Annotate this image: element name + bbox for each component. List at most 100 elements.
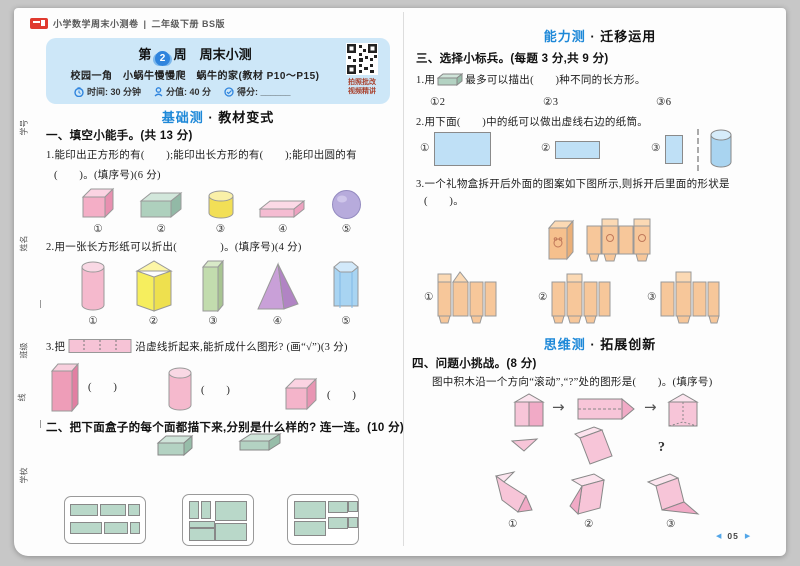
brand-header: 小学数学周末小测卷 | 二年级下册 BS版	[30, 17, 225, 30]
pink-slab-figure	[258, 199, 306, 219]
q2-label-2: ②	[148, 316, 159, 327]
q2-shape-triangular-prism: ②	[134, 258, 173, 327]
r1-text-post: 最多可以描出( )种不同的长方形。	[465, 75, 646, 86]
r2-paper-2	[555, 141, 600, 159]
clock-icon	[74, 86, 84, 97]
match-card-1	[64, 496, 146, 544]
arrow-2: →	[644, 398, 657, 416]
net-option-1-figure	[437, 271, 497, 324]
q1-shape-slab: ④	[258, 197, 308, 235]
section-thinking-rest: · 拓展创新	[585, 337, 657, 352]
yellow-prism-figure	[134, 260, 173, 312]
pink-cube-figure	[81, 187, 115, 219]
q3-option-cube: ( )	[283, 376, 356, 412]
test-meta-row: 时间: 30 分钟 分值: 40 分 得分: ______	[74, 85, 324, 98]
person-icon	[154, 86, 163, 96]
prism-dashed-figure	[667, 393, 699, 427]
brand-separator: |	[143, 18, 147, 29]
q1-label-4: ④	[278, 224, 288, 235]
q2-label-1: ①	[88, 316, 98, 327]
title-post: 周 周末小测	[173, 47, 252, 62]
q1-label-1: ①	[93, 224, 103, 235]
r2-text: 2.用下面( )中的纸可以做出虚线右边的纸筒。	[416, 117, 649, 128]
pink-cylinder-figure	[81, 261, 105, 311]
section-ability: 能力测 · 迁移运用	[470, 26, 730, 45]
q4-option-label-1: ①	[508, 519, 518, 530]
r1-option-3: ③6	[656, 97, 672, 108]
section-basic-rest: · 教材变式	[203, 110, 275, 125]
r2-paper-3	[665, 135, 683, 164]
r2-label-2: ②	[541, 143, 551, 154]
prism-lying-figure	[577, 397, 635, 421]
q1-text-line2: ( )。(填序号)(6 分)	[54, 170, 161, 181]
q4-option-label-2: ②	[584, 519, 594, 530]
r3-label-1: ①	[424, 292, 434, 303]
title-pre: 第	[138, 47, 152, 62]
net-option-3-figure	[660, 271, 720, 324]
small-green-box-figure	[437, 73, 464, 86]
q3-blank-1: ( )	[88, 382, 118, 393]
result-meta: 得分: ______	[224, 85, 291, 98]
r3-label-2: ②	[538, 292, 548, 303]
blue-cylinder-figure	[710, 129, 732, 168]
question3-heading: 三、选择小标兵。(每题 3 分,共 9 分)	[416, 53, 609, 65]
q1-shape-sphere: ⑤	[331, 189, 362, 235]
score-meta: 分值: 40 分	[154, 85, 211, 98]
q4-option-2-figure	[569, 473, 606, 516]
q2-label-4: ④	[272, 316, 283, 327]
test-title: 第 2 周 周末小测	[60, 44, 330, 66]
page-seam	[403, 12, 404, 546]
binding-dash	[40, 300, 41, 308]
q4-option-3-figure	[646, 473, 700, 515]
r2-label-1: ①	[420, 143, 430, 154]
q2-label-3: ③	[208, 316, 218, 327]
section-basic: 基础测 · 教材变式	[48, 107, 388, 126]
result-label: 得分: ______	[237, 87, 291, 97]
q1-shape-cylinder: ③	[207, 187, 235, 235]
purple-pyramid-figure	[256, 262, 299, 310]
question2-heading: 二、把下面盒子的每个面都描下来,分别是什么样的? 连一连。(10 分)	[46, 422, 405, 434]
next-page-arrow-icon: ▶	[744, 533, 751, 540]
q3-text-pre: 3.把	[46, 341, 66, 353]
brand-title: 小学数学周末小测卷	[53, 19, 139, 29]
qr-code	[346, 43, 378, 75]
binding-dash	[40, 420, 41, 428]
qr-caption-1: 拍照批改	[348, 79, 376, 86]
q2-shape-pyramid: ④	[254, 261, 302, 327]
q1-shape-row: ① ② ③ ④	[80, 186, 362, 235]
gift-box-and-net-figure	[547, 218, 651, 262]
q3-text-post: 沿虚线折起来,能折成什么图形? (画“√”)(3 分)	[135, 341, 348, 353]
purple-sphere-figure	[332, 190, 361, 219]
q1-label-2: ②	[156, 224, 166, 235]
margin-label-name: 姓名	[19, 235, 29, 252]
r3-text-line2: ( )。	[424, 196, 464, 207]
q2-label-5: ⑤	[341, 316, 351, 327]
margin-label-student-id: 学号	[19, 119, 29, 136]
prev-page-arrow-icon: ◀	[716, 533, 722, 540]
q1-text-line1: 1.能印出正方形的有( );能印出长方形的有( );能印出圆的有	[46, 150, 357, 161]
q3-option-cylinder: ( )	[167, 366, 230, 412]
tilted-prism-figure	[573, 426, 613, 465]
q2-shape-square-prism: ③	[201, 257, 225, 327]
q2-shape-row: ① ② ③ ④	[80, 257, 362, 327]
q1-shape-cuboid: ②	[139, 190, 183, 235]
r3-label-3: ③	[647, 292, 657, 303]
question-mark: ?	[658, 440, 665, 455]
q3-blank-3: ( )	[327, 389, 357, 401]
brand-logo-icon	[30, 18, 48, 29]
q2-shape-cylinder: ①	[80, 259, 106, 327]
prism-upright-figure	[513, 393, 545, 427]
test-header-box	[46, 38, 390, 104]
r1-text-pre: 1.用	[416, 75, 436, 86]
time-meta: 时间: 30 分钟	[74, 85, 141, 98]
match-box-1-figure	[156, 434, 194, 457]
margin-label-class: 班级	[19, 342, 29, 359]
test-subtitle: 校园一角 小蜗牛慢慢爬 蜗牛的家(教材 P10～P15)	[70, 71, 320, 82]
dashed-strip-figure	[68, 339, 132, 353]
pink-cube-option-figure	[284, 377, 318, 411]
brand-edition: 二年级下册 BS版	[151, 19, 226, 29]
tall-pink-prism-figure	[50, 362, 80, 412]
section-thinking: 思维测 · 拓展创新	[470, 334, 730, 353]
check-circle-icon	[224, 86, 234, 97]
q3-text-line: 3.把 沿虚线折起来,能折成什么图形? (画“√”)(3 分)	[46, 338, 348, 354]
